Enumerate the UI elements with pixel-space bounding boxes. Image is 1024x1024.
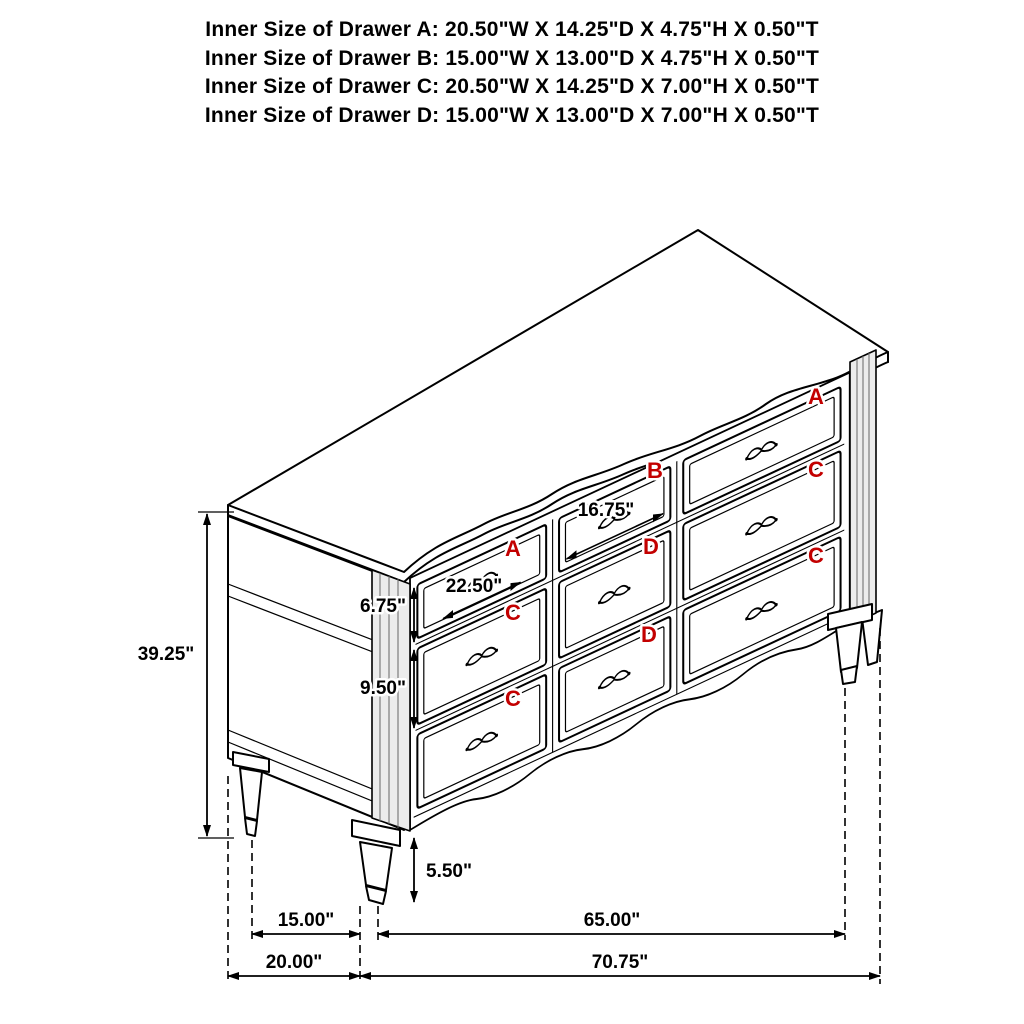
middle-drawer-height-value: 9.50" <box>360 678 406 699</box>
dim-left-leg-span: 15.00" <box>251 910 361 938</box>
drawer-label-left-bottom: C <box>505 686 521 711</box>
drawer-label-right-bottom: C <box>808 543 824 568</box>
front-leg-span-value: 65.00" <box>584 910 641 931</box>
spec-line-drawer-b: Inner Size of Drawer B: 15.00"W X 13.00"… <box>204 46 820 70</box>
spec-line-drawer-d: Inner Size of Drawer D: 15.00"W X 13.00"… <box>204 103 820 127</box>
drawer-labels: A C C B D D A C C <box>503 382 827 714</box>
front-face <box>409 371 851 832</box>
dim-top-drawer-height: 6.75" <box>358 587 418 643</box>
leg-back-left <box>232 751 270 837</box>
drawer-label-right-top: A <box>808 384 824 409</box>
dim-side-drawer-width-arrow <box>442 581 522 620</box>
overall-height-value: 39.25" <box>138 644 195 665</box>
drawer-spec-header: Inner Size of Drawer A: 20.50"W X 14.25"… <box>0 16 1024 130</box>
drawer-right-bottom <box>682 536 842 685</box>
side-drawer-width-value: 22.50" <box>446 576 503 597</box>
drawer-label-middle-middle: D <box>643 534 659 559</box>
corner-post-right <box>849 349 877 626</box>
center-drawer-width-value: 16.75" <box>578 500 635 521</box>
leg-front-left <box>351 819 401 905</box>
drawer-label-left-top: A <box>505 536 521 561</box>
dim-overall-width: 70.75" <box>359 952 881 980</box>
overall-width-value: 70.75" <box>592 952 649 973</box>
dim-center-drawer-width-arrow <box>565 512 664 560</box>
drawer-label-right-middle: C <box>808 457 824 482</box>
drawer-middle-bottom <box>558 616 672 743</box>
corner-post-left <box>371 569 411 832</box>
spec-line-drawer-a: Inner Size of Drawer A: 20.50"W X 14.25"… <box>205 18 819 41</box>
left-side-panel <box>227 515 405 831</box>
leg-height-value: 5.50" <box>426 861 472 882</box>
drawer-left-bottom <box>416 674 548 809</box>
dim-leg-height: 5.50" <box>410 837 475 903</box>
leg-front-right <box>827 603 873 685</box>
drawer-right-top <box>682 386 842 515</box>
front-stiles <box>552 461 678 753</box>
drawer-label-middle-bottom: D <box>641 622 657 647</box>
spec-line-drawer-c: Inner Size of Drawer C: 20.50"W X 14.25"… <box>204 75 820 98</box>
drawer-label-left-middle: C <box>505 600 521 625</box>
depth-value: 20.00" <box>266 952 323 973</box>
dim-depth: 20.00" <box>227 952 361 980</box>
drawer-label-middle-top: B <box>647 458 663 483</box>
top-drawer-height-value: 6.75" <box>360 596 406 617</box>
dim-overall-height: 39.25" <box>135 511 234 839</box>
drawer-right-middle <box>682 450 842 601</box>
left-leg-span-value: 15.00" <box>278 910 335 931</box>
dim-front-leg-span: 65.00" <box>377 910 846 938</box>
dim-middle-drawer-height: 9.50" <box>358 649 418 729</box>
